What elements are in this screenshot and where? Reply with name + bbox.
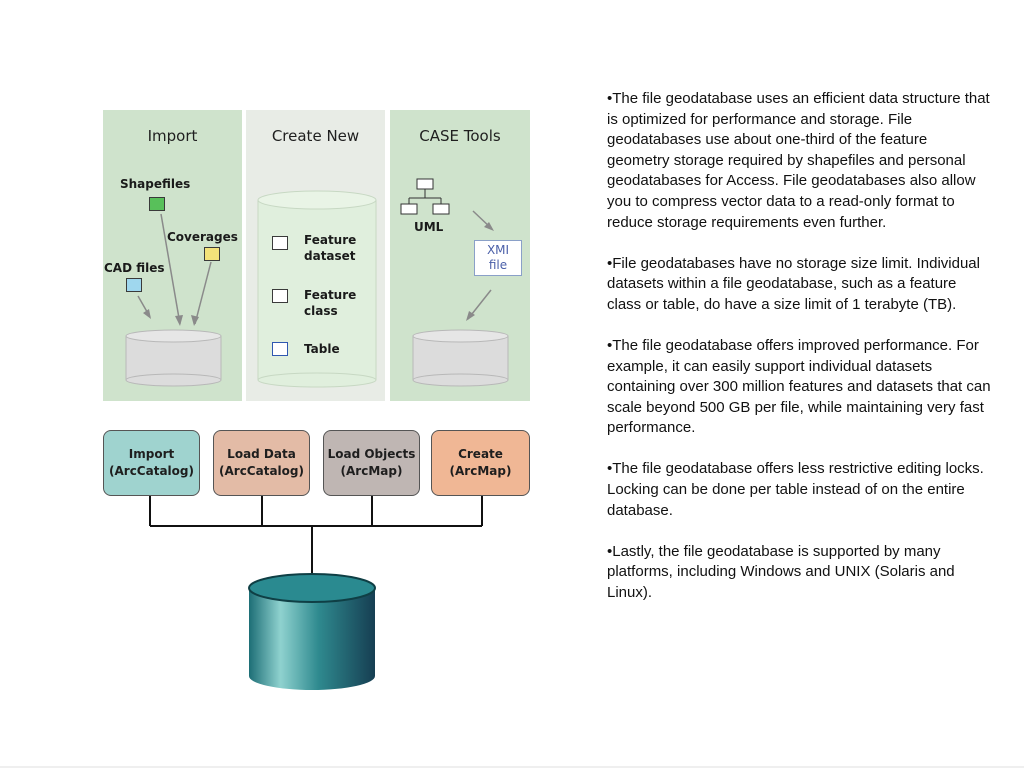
table-label: Table bbox=[304, 342, 340, 356]
geodatabase-cylinder bbox=[248, 573, 376, 690]
feature-dataset-icon bbox=[272, 236, 288, 250]
coverage-icon bbox=[204, 247, 220, 261]
import-arrows-and-database bbox=[125, 213, 222, 387]
bullet-paragraph: •The file geodatabase offers improved pe… bbox=[607, 336, 991, 437]
load-data-arccatalog-step: Load Data(ArcCatalog) bbox=[213, 430, 310, 496]
shapefile-icon bbox=[149, 197, 165, 211]
import-panel: Import Shapefiles Coverages CAD files bbox=[103, 110, 242, 401]
feature-class-icon bbox=[272, 289, 288, 303]
geodatabase-workflow-diagram: Import Shapefiles Coverages CAD files Cr… bbox=[103, 110, 530, 692]
load-objects-arcmap-step: Load Objects(ArcMap) bbox=[323, 430, 420, 496]
import-arccatalog-step: Import(ArcCatalog) bbox=[103, 430, 200, 496]
bottom-divider bbox=[0, 766, 1024, 768]
coverages-label: Coverages bbox=[167, 230, 238, 244]
table-icon bbox=[272, 342, 288, 356]
case-tools-graphics bbox=[400, 178, 509, 387]
create-new-panel-title: Create New bbox=[271, 127, 360, 145]
create-arcmap-step: Create(ArcMap) bbox=[431, 430, 530, 496]
bullet-text-column: •The file geodatabase uses an efficient … bbox=[607, 89, 991, 624]
case-tools-panel-title: CASE Tools bbox=[419, 127, 501, 145]
shapefiles-label: Shapefiles bbox=[120, 177, 191, 191]
bullet-paragraph: •Lastly, the file geodatabase is support… bbox=[607, 542, 955, 601]
import-panel-title: Import bbox=[147, 127, 198, 145]
bullet-paragraph: •File geodatabases have no storage size … bbox=[607, 254, 980, 313]
cad-files-label: CAD files bbox=[104, 261, 165, 275]
uml-label: UML bbox=[414, 220, 444, 234]
cad-file-icon bbox=[126, 278, 142, 292]
bullet-paragraph: •The file geodatabase uses an efficient … bbox=[607, 90, 990, 231]
bullet-paragraph: •The file geodatabase offers less restri… bbox=[607, 460, 984, 519]
